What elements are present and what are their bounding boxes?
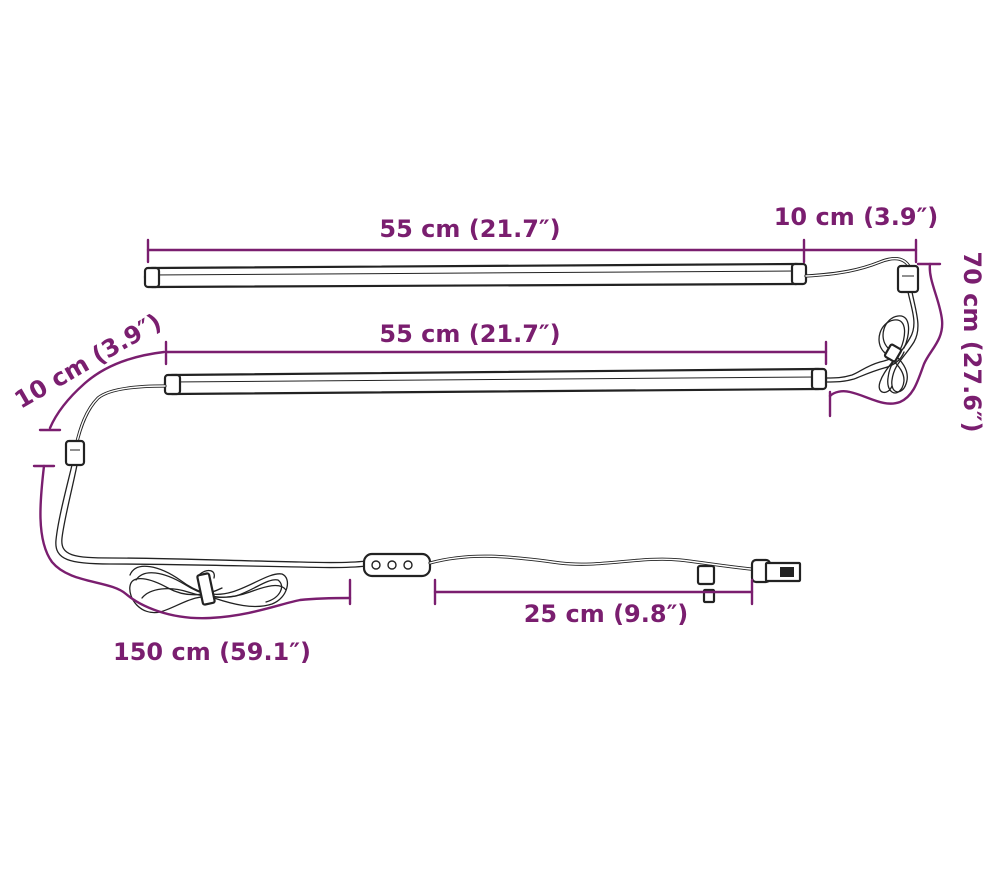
left-connector (64, 439, 86, 467)
top-connector (896, 264, 920, 294)
bottom-link-cable-label: 10 cm (3.9″) (10, 308, 166, 415)
cable-tie (696, 564, 716, 586)
usb-cable (428, 554, 762, 604)
bottom-led-strip (163, 367, 828, 396)
top-led-strip (143, 262, 808, 289)
controller (362, 552, 432, 578)
bottom-strip-length-label: 55 cm (21.7″) (379, 320, 560, 348)
top-link-cable-label: 10 cm (3.9″) (774, 203, 939, 231)
bottom-link-cable (64, 384, 167, 467)
main-cable-label: 150 cm (59.1″) (113, 638, 311, 666)
usb-plug (750, 558, 802, 584)
usb-cable-label: 25 cm (9.8″) (524, 600, 689, 628)
top-link-cable (804, 257, 920, 294)
side-coiled-cable (825, 291, 919, 394)
main-cable (55, 464, 367, 614)
top-strip-length-label: 55 cm (21.7″) (379, 215, 560, 243)
side-link-cable-label: 70 cm (27.6″) (958, 251, 986, 432)
product-drawing (55, 257, 920, 614)
